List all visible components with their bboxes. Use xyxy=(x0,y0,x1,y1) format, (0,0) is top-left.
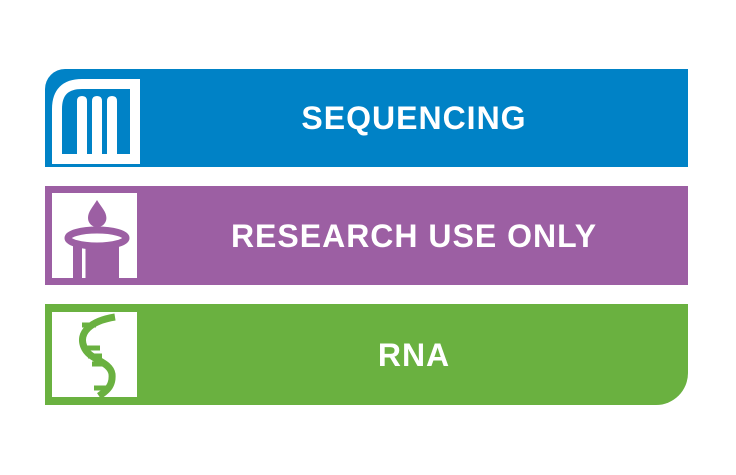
banner-sequencing: SEQUENCING xyxy=(45,69,688,167)
banner-research-use-only: RESEARCH USE ONLY xyxy=(45,186,688,285)
banner-rna: RNA xyxy=(45,304,688,405)
droplet-spin-column-icon xyxy=(52,193,137,278)
banner-label-rna: RNA xyxy=(377,336,451,373)
gel-lanes-icon xyxy=(52,79,140,164)
rna-strand-icon xyxy=(52,312,137,397)
banner-label-sequencing: SEQUENCING xyxy=(301,100,527,136)
banner-label-research-use-only: RESEARCH USE ONLY xyxy=(230,217,598,254)
